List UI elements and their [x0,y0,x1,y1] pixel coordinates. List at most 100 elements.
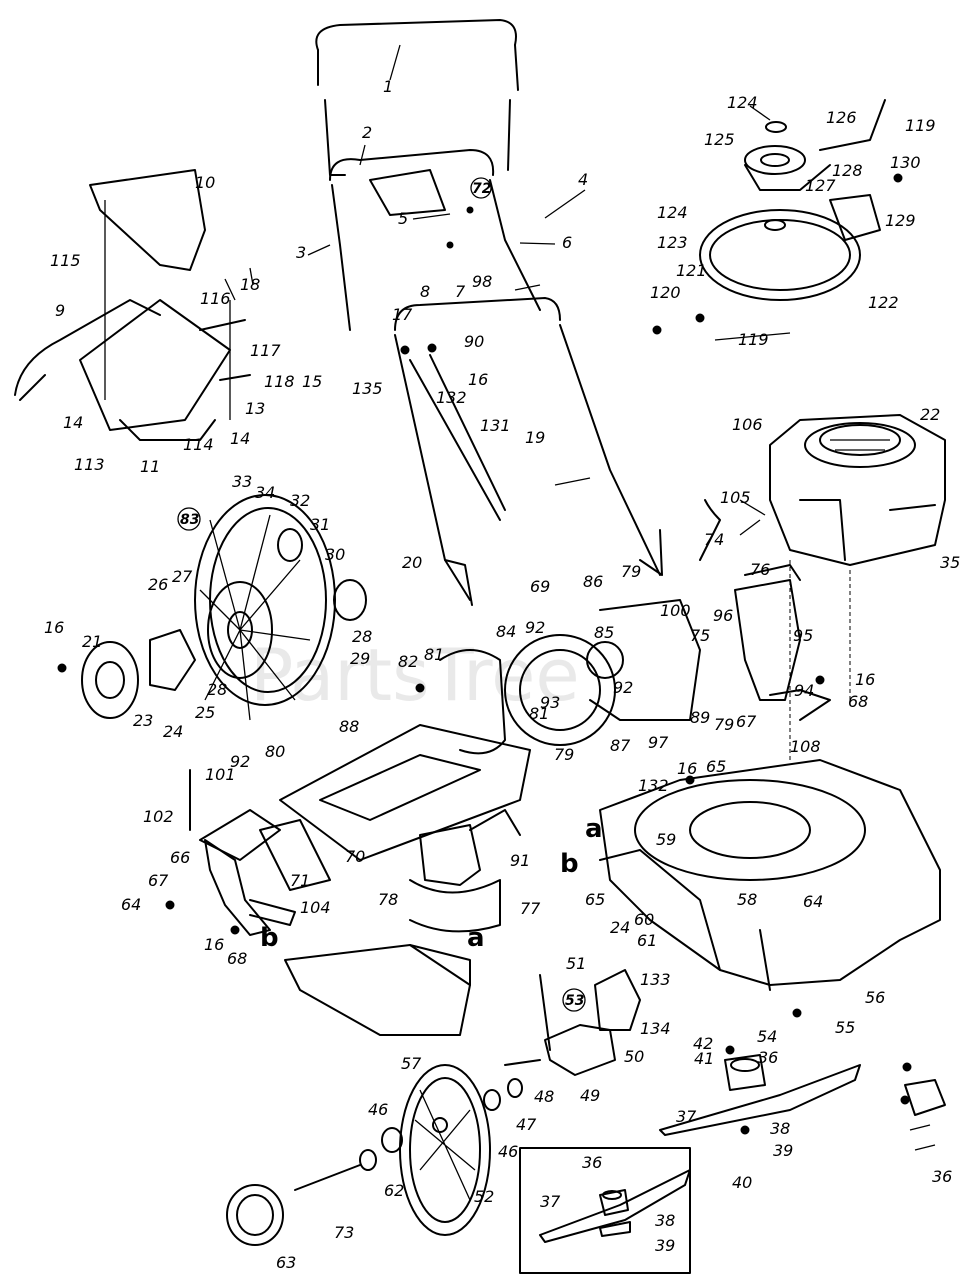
label-46b: 46 [498,1142,518,1161]
label-83: 83 [180,512,199,528]
label-118: 118 [264,372,295,391]
label-16e: 16 [204,935,224,954]
label-119a: 119 [905,116,936,135]
label-15: 15 [302,372,322,391]
label-25: 25 [195,703,215,722]
label-40: 40 [732,1173,752,1192]
label-62: 62 [384,1181,404,1200]
label-71: 71 [290,871,310,890]
label-36c: 36 [932,1167,952,1186]
label-9: 9 [55,301,65,320]
label-87: 87 [610,736,631,755]
label-79a: 79 [621,562,641,581]
engine [769,414,946,760]
label-79c: 79 [554,745,574,764]
letter-a-catcher: a [467,923,485,953]
label-105: 105 [720,488,751,507]
label-56: 56 [865,988,885,1007]
rear-flap-linkage [204,839,296,936]
label-39b: 39 [655,1236,675,1255]
label-81a: 81 [424,645,444,664]
label-31: 31 [310,515,330,534]
handle-assembly [315,19,663,606]
label-69: 69 [530,577,550,596]
label-1: 1 [383,77,393,96]
label-16d: 16 [677,759,697,778]
grass-catcher [284,944,471,1036]
label-68b: 68 [848,692,868,711]
label-48: 48 [534,1087,554,1106]
label-36b: 36 [582,1153,602,1172]
label-80: 80 [265,742,285,761]
label-88: 88 [339,717,359,736]
label-81b: 81 [529,704,549,723]
label-116: 116 [200,289,231,308]
label-29: 29 [350,649,370,668]
label-78: 78 [378,890,398,909]
label-65b: 65 [585,890,605,909]
label-16a: 16 [468,370,488,389]
label-33: 33 [232,472,252,491]
control-pulley-assembly [699,99,886,301]
label-129: 129 [885,211,916,230]
height-adjust-hardware [409,564,831,933]
fasteners [57,173,912,1135]
label-20: 20 [402,553,422,572]
label-26: 26 [148,575,168,594]
label-55: 55 [835,1018,855,1037]
letter-a-deck: a [585,814,603,844]
label-106: 106 [732,415,763,434]
front-wheel-assembly [226,969,641,1246]
label-32: 32 [290,491,310,510]
label-66: 66 [170,848,190,867]
label-98: 98 [472,272,492,291]
label-132b: 132 [638,776,669,795]
label-17: 17 [392,305,413,324]
leader-lines [224,44,791,536]
label-108: 108 [790,737,821,756]
label-24b: 24 [610,918,630,937]
label-93: 93 [540,693,560,712]
label-102: 102 [143,807,174,826]
label-28b: 28 [352,627,372,646]
letter-b-flap: b [260,923,279,953]
label-37b: 37 [540,1192,561,1211]
label-16b: 16 [44,618,64,637]
label-117: 117 [250,341,281,360]
label-27: 27 [172,567,193,586]
label-97: 97 [648,733,669,752]
label-123: 123 [657,233,688,252]
label-90: 90 [464,332,484,351]
part-labels: 1 2 3 4 5 6 7 8 9 10 11 13 14 14 15 16 1… [44,77,960,1272]
label-120: 120 [650,283,681,302]
label-63: 63 [276,1253,296,1272]
label-95: 95 [793,626,813,645]
label-85: 85 [594,623,614,642]
label-70: 70 [345,847,365,866]
label-8: 8 [420,282,430,301]
label-75: 75 [690,626,710,645]
drive-assembly [439,499,721,755]
blade-assembly [659,1054,946,1151]
label-22: 22 [920,405,940,424]
label-13: 13 [245,399,265,418]
label-119b: 119 [738,330,769,349]
label-41: 41 [694,1049,714,1068]
label-74: 74 [704,530,724,549]
label-10: 10 [195,173,215,192]
label-124a: 124 [727,93,758,112]
label-6: 6 [562,233,572,252]
label-58: 58 [737,890,757,909]
label-68a: 68 [227,949,247,968]
label-21: 21 [82,632,102,651]
label-73: 73 [334,1223,354,1242]
label-86: 86 [583,572,603,591]
label-47: 47 [516,1115,537,1134]
label-134: 134 [640,1019,671,1038]
label-36a: 36 [758,1048,778,1067]
label-34: 34 [255,483,275,502]
label-60: 60 [634,910,654,929]
label-72: 72 [472,181,491,197]
label-115: 115 [50,251,81,270]
